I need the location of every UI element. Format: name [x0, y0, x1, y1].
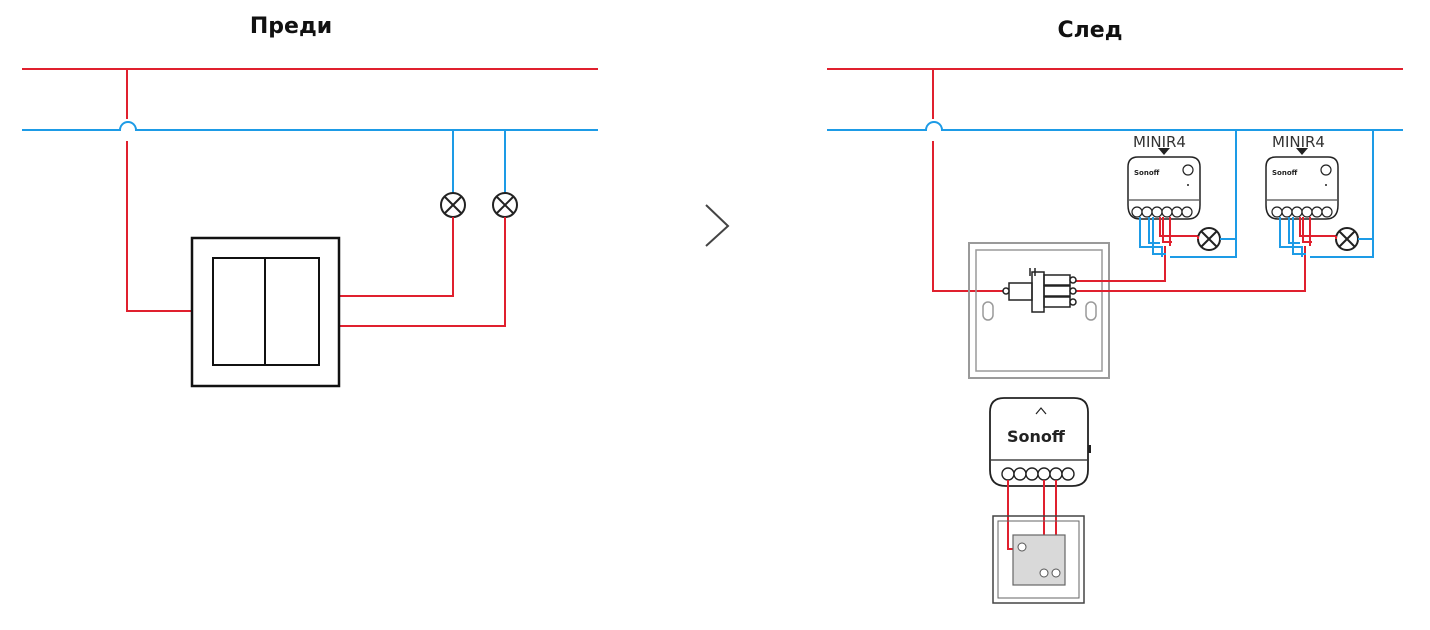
- module-2-neutral: [1279, 130, 1374, 258]
- module-2-neutral-2: [1292, 217, 1306, 255]
- live-drop-before: [126, 69, 192, 312]
- relay-module-icon: Sonoff: [1265, 156, 1339, 220]
- brand-small-label: Sonoff: [1134, 169, 1160, 177]
- after-title: След: [1057, 18, 1123, 43]
- module-1-neutral-2: [1152, 217, 1166, 255]
- lamp-icon: [492, 192, 518, 218]
- brand-small-label: Sonoff: [1272, 169, 1298, 177]
- lamp-icon: [1335, 227, 1359, 251]
- lamp-icon: [1197, 227, 1221, 251]
- arrow-right-icon: [705, 204, 730, 247]
- before-diagram: [22, 68, 598, 388]
- before-title: Преди: [249, 14, 333, 39]
- wall-box: [968, 242, 1110, 379]
- wall-switch-icon: [190, 236, 341, 388]
- module-2-live-2: [1302, 217, 1312, 243]
- wall-pad: [992, 515, 1085, 604]
- box-to-module-1-live: [1072, 246, 1166, 282]
- brand-large-label: Sonoff: [1007, 427, 1066, 446]
- module-1-marker: [1158, 148, 1170, 155]
- module-1-neutral: [1139, 130, 1237, 258]
- module-1-live-2: [1162, 217, 1172, 243]
- after-diagram: Sonoff Sonoff: [827, 68, 1403, 604]
- lamp-icon: [440, 192, 466, 218]
- switch-out-1: [340, 217, 454, 297]
- live-drop-after: [932, 69, 1005, 292]
- module-1-label: MINIR4: [1133, 133, 1186, 151]
- remote-switch-icon: Sonoff: [989, 397, 1091, 487]
- module-2-marker: [1296, 148, 1308, 155]
- switch-out-2: [340, 217, 506, 327]
- connector-block: [1002, 268, 1077, 313]
- module-2-label: MINIR4: [1272, 133, 1325, 151]
- neutral-bus-before: [22, 121, 598, 131]
- relay-module-icon: Sonoff: [1127, 156, 1201, 220]
- box-to-module-2-live: [1072, 246, 1306, 292]
- neutral-bus-after: [827, 121, 1403, 131]
